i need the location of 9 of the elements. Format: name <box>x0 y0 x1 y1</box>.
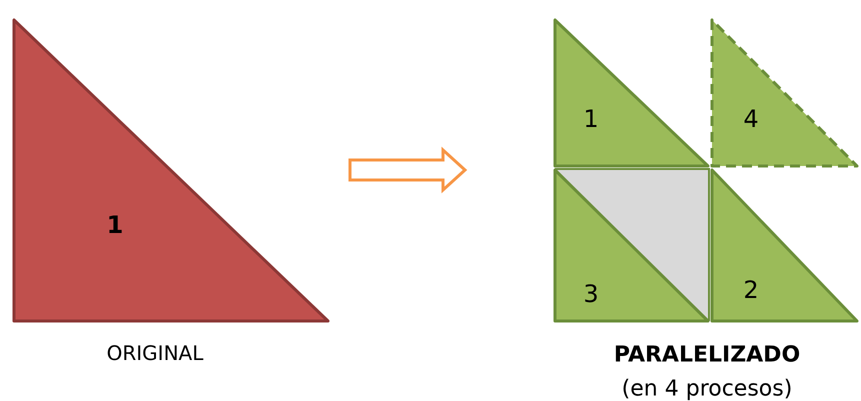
caption-title: PARALELIZADO <box>614 342 800 368</box>
node-label: ORIGINAL <box>106 341 204 365</box>
block-arrow <box>348 146 468 194</box>
caption-subtitle: (en 4 procesos) <box>622 376 792 401</box>
region-number: 4 <box>743 105 759 133</box>
region-number: 1 <box>106 211 124 239</box>
region-number: 3 <box>583 280 599 308</box>
region-number: 1 <box>583 105 599 133</box>
region-number: 2 <box>743 276 759 304</box>
